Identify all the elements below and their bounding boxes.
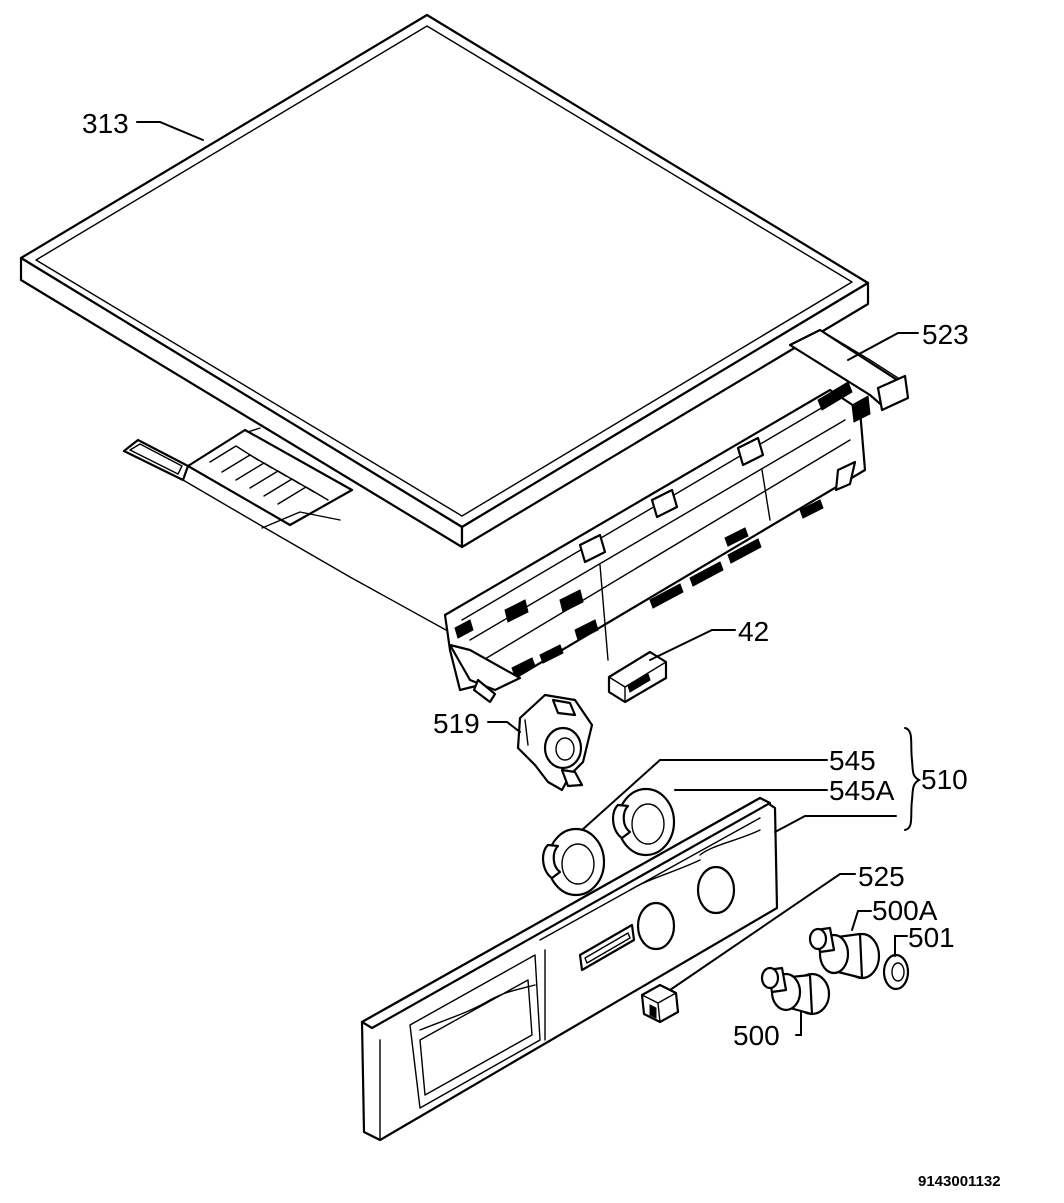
callout-525: 525: [858, 861, 905, 892]
part-501-ring: [882, 953, 910, 991]
callout-42: 42: [738, 616, 769, 647]
part-313-top-cover: [19, 13, 870, 549]
part-545a-button: [612, 787, 676, 857]
callout-313: 313: [82, 108, 129, 139]
callout-545a: 545A: [829, 775, 895, 806]
leader-lines: [136, 121, 922, 1036]
callout-545: 545: [829, 745, 876, 776]
part-500-knob: [760, 966, 831, 1016]
callout-501: 501: [908, 922, 955, 953]
part-500a-knob: [808, 926, 881, 980]
callout-labels: 313 523 42 519 545 545A 510 525 500A 501…: [82, 108, 1001, 1190]
callout-500: 500: [733, 1020, 780, 1051]
part-519-bracket: [516, 693, 594, 792]
part-545-button: [542, 827, 606, 897]
part-525-switch: [640, 983, 680, 1024]
callout-519: 519: [433, 708, 480, 739]
callout-500a: 500A: [872, 895, 938, 926]
callout-510: 510: [921, 764, 968, 795]
part-523-frame: [122, 328, 910, 704]
callout-523: 523: [922, 319, 969, 350]
drawing-code: 9143001132: [918, 1173, 1001, 1190]
part-control-panel: [360, 796, 779, 1142]
part-42-clip: [607, 650, 668, 704]
